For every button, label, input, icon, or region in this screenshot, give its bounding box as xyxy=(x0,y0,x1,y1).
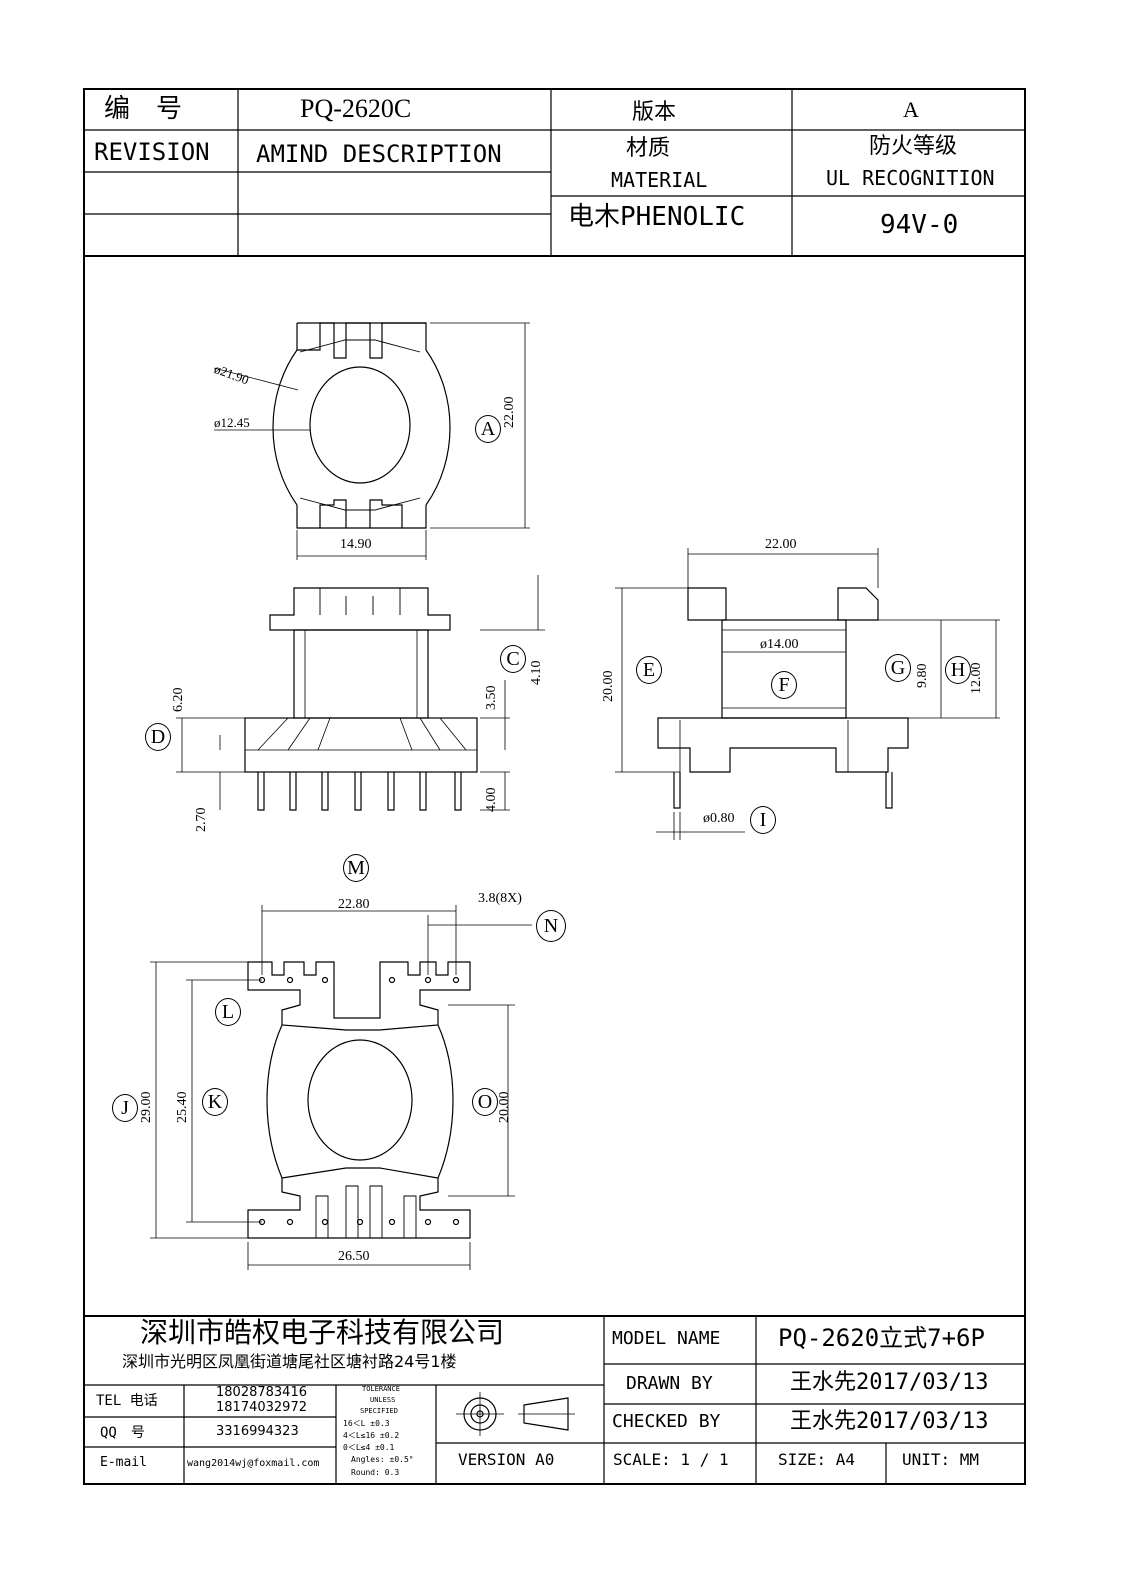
qq-value: 3316994323 xyxy=(216,1424,299,1439)
marker-g: G xyxy=(885,654,911,682)
checked-value: 王水先2017/03/13 xyxy=(790,1409,989,1434)
unit-text: UNIT: MM xyxy=(902,1450,980,1469)
marker-m: M xyxy=(343,854,369,882)
dim-bot-29-00: 29.00 xyxy=(139,1091,154,1124)
marker-e: E xyxy=(636,656,662,684)
dim-3-50: 3.50 xyxy=(484,685,499,711)
checked-label: CHECKED BY xyxy=(612,1411,721,1432)
dim-bot-22-80: 22.80 xyxy=(338,897,370,912)
model-label: MODEL NAME xyxy=(612,1328,721,1349)
material-value: 电木PHENOLIC xyxy=(568,202,746,232)
dim-side-22-00: 22.00 xyxy=(765,537,797,552)
qq-label: QQ 号 xyxy=(100,1425,145,1441)
tel-label: TEL 电话 xyxy=(96,1393,158,1409)
marker-c: C xyxy=(500,645,526,673)
material-label-en: MATERIAL xyxy=(611,168,708,192)
marker-n: N xyxy=(536,910,566,942)
company-name: 深圳市皓权电子科技有限公司 xyxy=(140,1318,505,1349)
email-label: E-mail xyxy=(100,1455,147,1470)
marker-l: L xyxy=(215,998,241,1026)
tolerance-row-4: Angles: ±0.5° xyxy=(351,1455,414,1464)
marker-f: F xyxy=(771,671,797,699)
model-value: PQ-2620立式7+6P xyxy=(778,1324,985,1352)
dim-bot-3-8: 3.8(8X) xyxy=(478,891,522,906)
marker-j: J xyxy=(112,1094,138,1122)
fire-value: 94V-0 xyxy=(880,210,959,240)
version-value: A xyxy=(903,97,919,122)
fire-label-cn: 防火等级 xyxy=(869,133,958,158)
dim-width-top: 14.90 xyxy=(340,537,372,552)
size-text: SIZE: A4 xyxy=(778,1450,856,1469)
outer-frame xyxy=(83,88,1026,1485)
projection-cone xyxy=(523,1397,569,1431)
tolerance-title-1: TOLERANCE xyxy=(362,1385,400,1393)
description-label: AMIND DESCRIPTION xyxy=(256,140,502,168)
dim-bot-20-00: 20.00 xyxy=(497,1091,512,1124)
revision-label: REVISION xyxy=(94,138,210,166)
tolerance-row-3: 0＜L≤4 ±0.1 xyxy=(343,1443,395,1452)
marker-h: H xyxy=(945,656,971,684)
side-view xyxy=(615,548,1000,840)
tolerance-row-2: 4＜L≤16 ±0.2 xyxy=(343,1431,400,1440)
marker-o: O xyxy=(472,1088,498,1116)
version-label: 版本 xyxy=(632,99,677,124)
fire-label-en: UL RECOGNITION xyxy=(826,166,995,190)
dim-bot-25-40: 25.40 xyxy=(175,1091,190,1124)
tolerance-title-2: UNLESS xyxy=(370,1396,396,1404)
tel-2: 18174032972 xyxy=(216,1400,307,1415)
marker-k: K xyxy=(202,1088,228,1116)
marker-d: D xyxy=(145,723,171,751)
tolerance-row-1: 16＜L ±0.3 xyxy=(343,1419,390,1428)
dim-side-20-00: 20.00 xyxy=(601,670,616,703)
dim-2-70: 2.70 xyxy=(194,807,209,833)
version-text: VERSION A0 xyxy=(458,1450,555,1469)
tolerance-title-3: SPECIFIED xyxy=(360,1407,398,1415)
dim-bot-26-50: 26.50 xyxy=(338,1249,370,1264)
dim-4-00: 4.00 xyxy=(484,787,499,813)
company-address: 深圳市光明区凤凰街道塘尾社区塘衬路24号1楼 xyxy=(122,1352,457,1371)
tolerance-row-5: Round: 0.3 xyxy=(351,1468,400,1477)
scale-text: SCALE: 1 / 1 xyxy=(613,1450,729,1469)
marker-a: A xyxy=(475,415,501,443)
dim-c-value: 4.10 xyxy=(529,660,544,686)
dim-side-12-00: 12.00 xyxy=(969,662,984,695)
dim-inner-diameter: ø12.45 xyxy=(214,415,250,430)
dim-6-20: 6.20 xyxy=(171,687,186,713)
dim-side-9-80: 9.80 xyxy=(915,663,930,689)
marker-i: I xyxy=(750,806,776,834)
bottom-view xyxy=(150,905,532,1270)
email-value: wang2014wj@foxmail.com xyxy=(187,1458,320,1469)
top-view xyxy=(213,322,530,560)
drawn-label: DRAWN BY xyxy=(626,1373,713,1394)
dim-side-d14: ø14.00 xyxy=(760,637,799,652)
number-value: PQ-2620C xyxy=(300,94,412,123)
drawn-value: 王水先2017/03/13 xyxy=(790,1370,989,1395)
front-view xyxy=(176,575,545,811)
dim-height-a: 22.00 xyxy=(502,396,517,429)
number-label: 编 号 xyxy=(104,94,183,123)
tel-1: 18028783416 xyxy=(216,1385,307,1400)
dim-pin-diameter: ø0.80 xyxy=(703,811,735,826)
material-label-cn: 材质 xyxy=(626,135,671,160)
